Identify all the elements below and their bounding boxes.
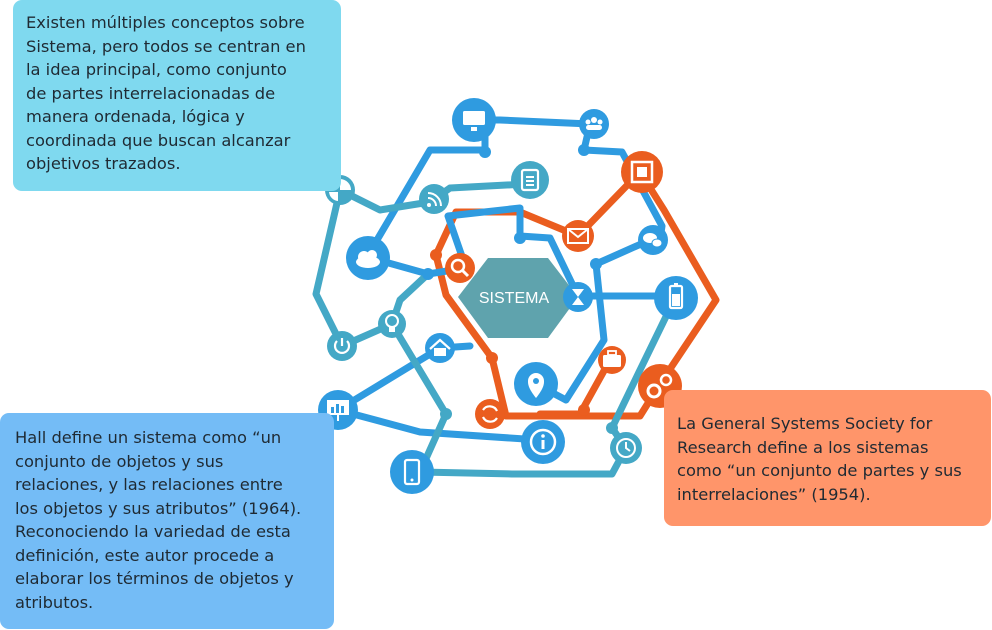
battery-icon — [654, 276, 698, 320]
monitor-icon — [452, 98, 496, 142]
center-label: SISTEMA — [479, 290, 550, 307]
users-icon — [579, 109, 609, 139]
blue-path-g — [334, 406, 544, 444]
center-hexagon: SISTEMA — [458, 258, 578, 338]
joint-dots — [422, 144, 618, 434]
phone-icon — [390, 450, 434, 494]
mail-icon — [562, 220, 594, 252]
location-icon — [514, 362, 558, 406]
bulb-icon — [378, 310, 406, 338]
teal-path-c — [388, 320, 630, 478]
chip-icon — [621, 151, 663, 193]
chat-icon — [638, 225, 668, 255]
cloud-icon — [346, 236, 390, 280]
teal-path-b — [312, 186, 396, 350]
info-icon — [521, 420, 565, 464]
hourglass-icon — [563, 282, 593, 312]
clipboard-icon — [511, 161, 549, 199]
blue-path-b — [363, 204, 524, 278]
rss-icon — [419, 184, 449, 214]
refresh-icon — [475, 399, 505, 429]
search-icon — [445, 253, 475, 283]
home-icon — [425, 333, 455, 363]
concept-card-top: Existen múltiples conceptos sobre Sistem… — [13, 0, 341, 191]
blue-path-c — [516, 232, 680, 300]
hall-definition-card: Hall define un sistema como “un conjunto… — [0, 413, 334, 629]
gss-definition-card: La General Systems Society for Research … — [664, 390, 991, 526]
power-icon — [327, 331, 357, 361]
clock-icon — [610, 432, 642, 464]
briefcase-icon — [598, 346, 626, 374]
